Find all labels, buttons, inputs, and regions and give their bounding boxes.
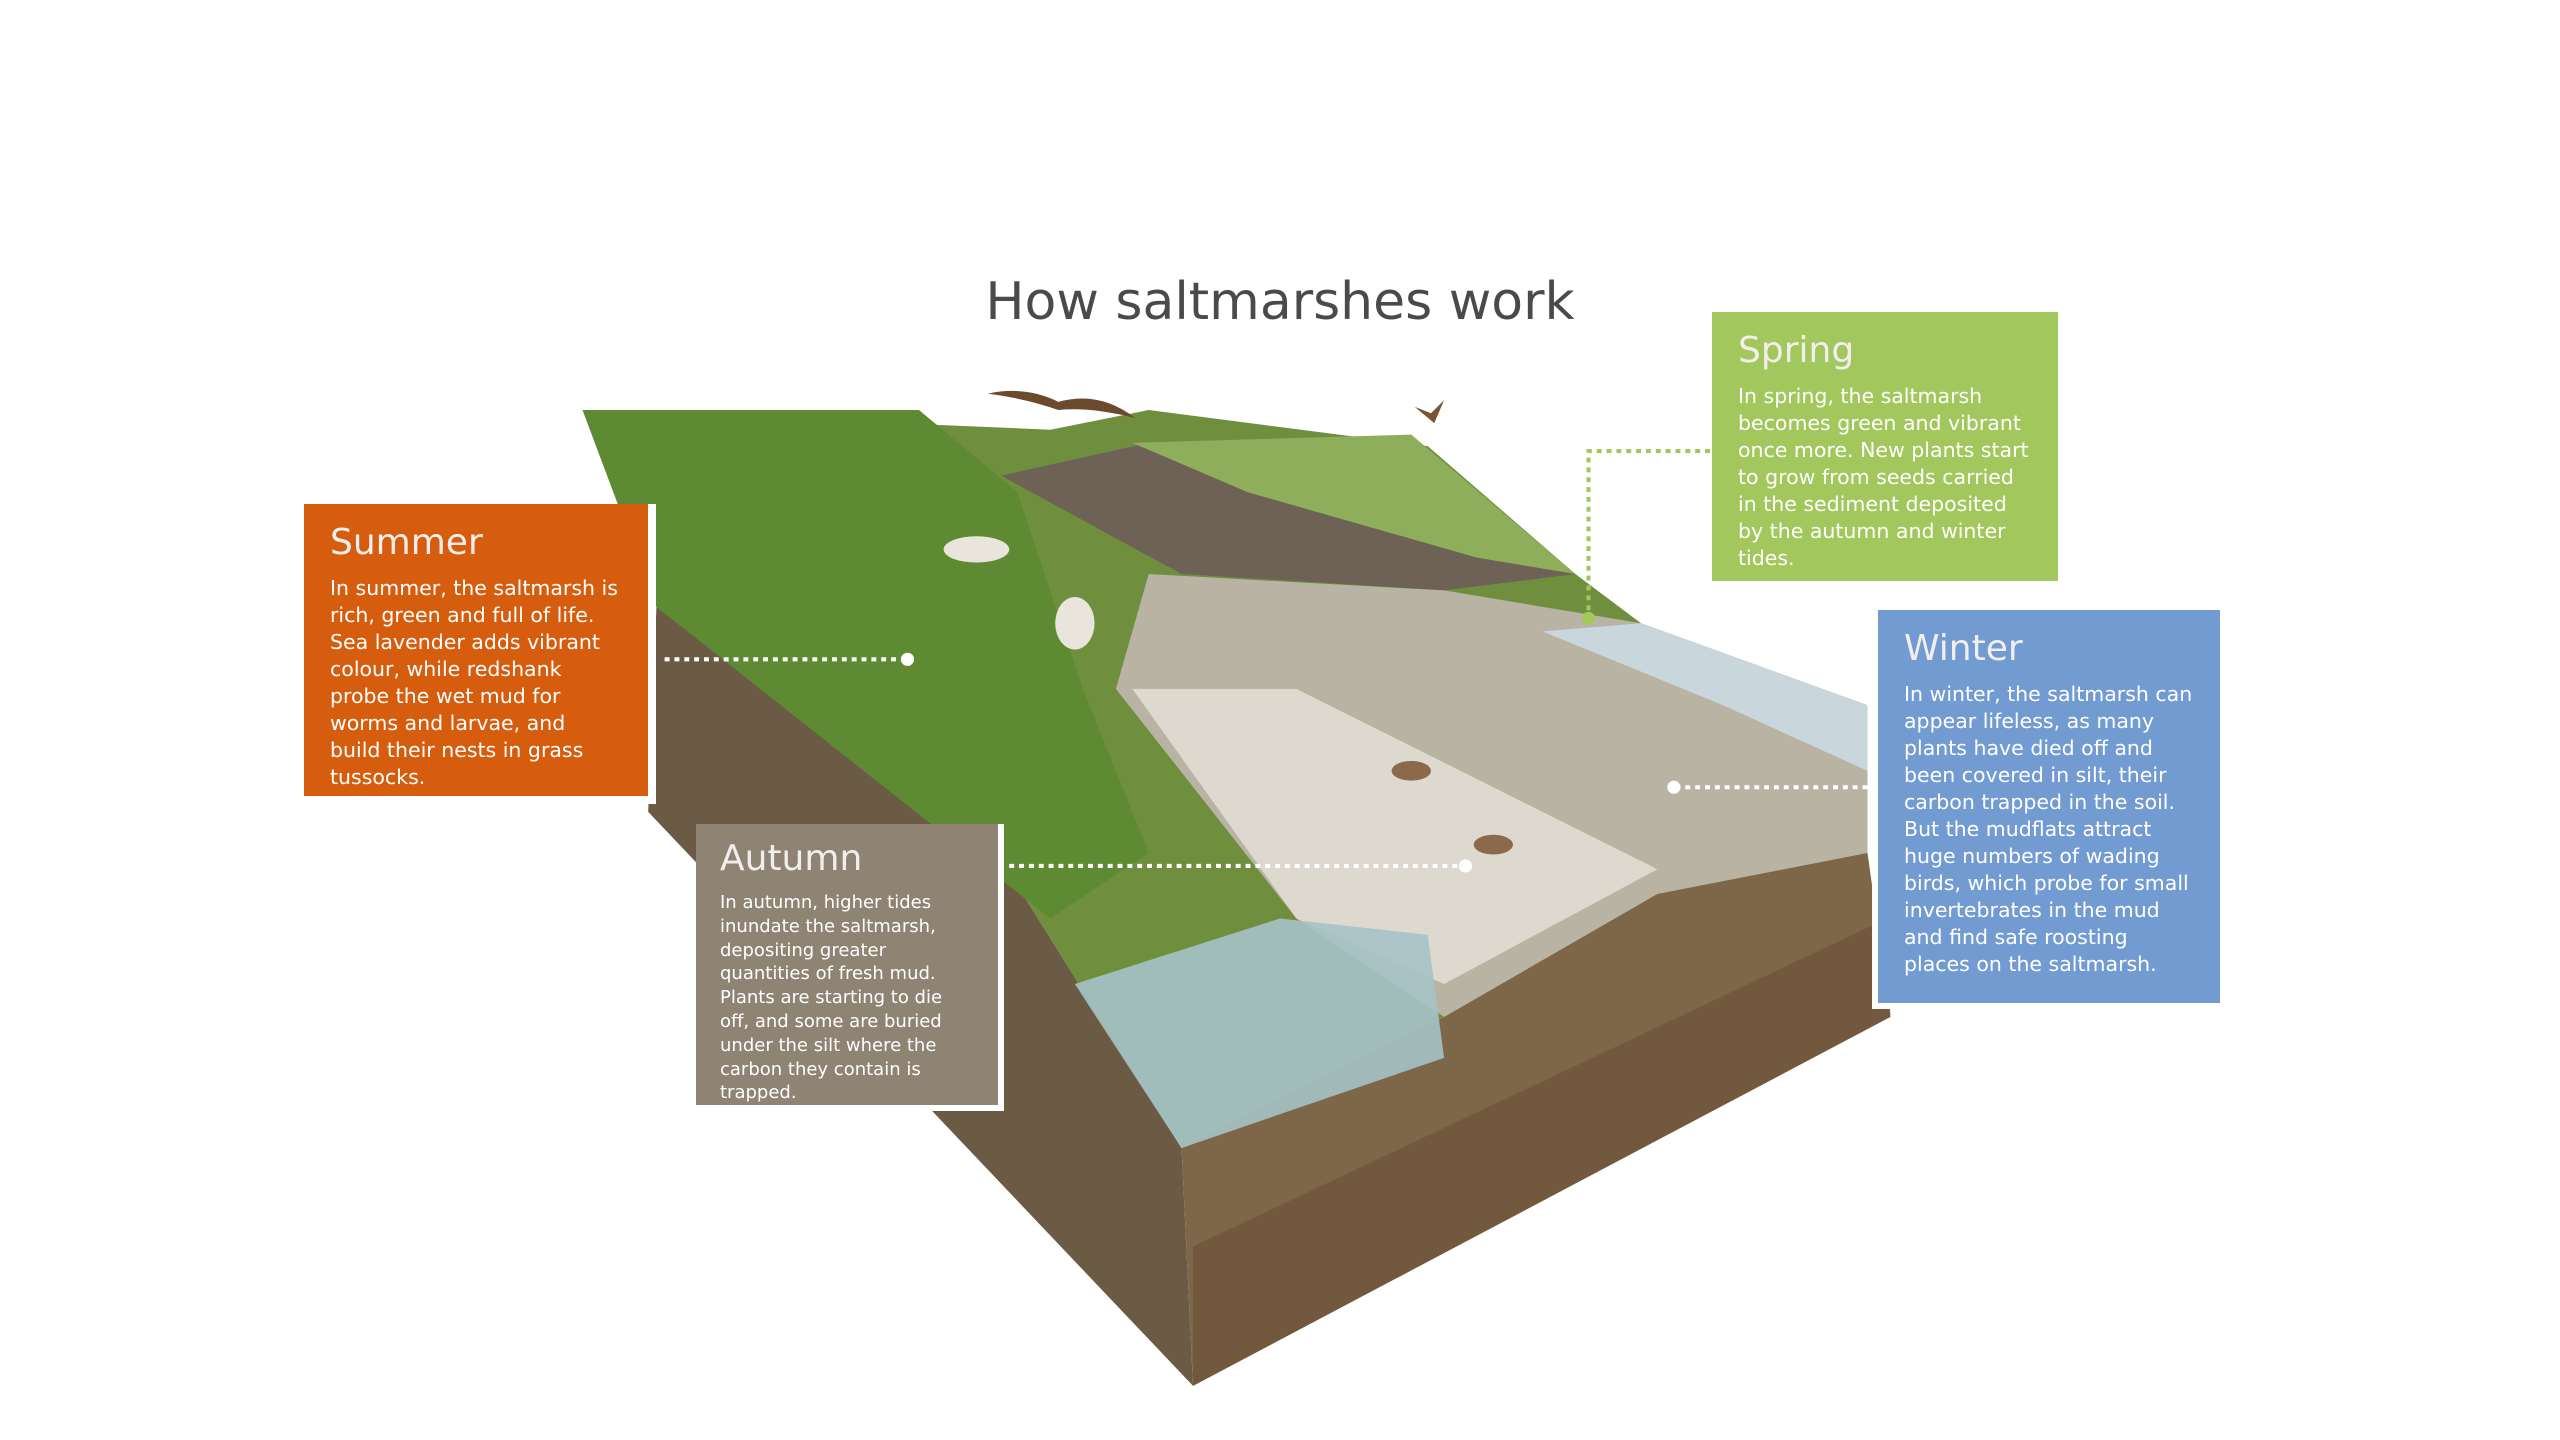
autumn-panel: Autumn In autumn, higher tides inundate … [696,824,1004,1111]
summer-panel: Summer In summer, the saltmarsh is rich,… [304,504,656,804]
duck-icon [1391,761,1431,781]
summer-marker [900,652,915,666]
summer-text: In summer, the saltmarsh is rich, green … [330,576,618,789]
spring-panel: Spring In spring, the saltmarsh becomes … [1712,312,2058,581]
small-bird-icon [1414,400,1445,424]
soil-block [582,410,1891,1386]
spring-marker [1581,611,1596,625]
duck-icon [1473,834,1514,855]
birds [943,390,1514,855]
shelduck-icon [1055,596,1095,650]
connectors [664,448,1868,873]
shelduck-icon [943,536,1010,563]
winter-marker [1667,780,1681,794]
spring-heading: Spring [1738,330,1855,371]
tidal-pool [1132,688,1658,985]
flying-bird-icon [987,390,1136,419]
autumn-marker [1458,859,1472,873]
autumn-heading: Autumn [720,838,863,879]
water-cross-section [1074,918,1445,1149]
water-channel [1542,623,1868,771]
winter-heading: Winter [1904,628,2023,669]
winter-panel: Winter In winter, the saltmarsh can appe… [1872,610,2220,1009]
summer-heading: Summer [330,522,483,563]
spring-text: In spring, the saltmarsh becomes green a… [1738,384,2029,570]
soil-strata [1193,918,1891,1386]
grass-top-right [1132,434,1576,575]
winter-text: In winter, the saltmarsh can appear life… [1904,682,2193,976]
grass-left [582,410,1149,919]
autumn-text: In autumn, higher tides inundate the sal… [720,892,943,1104]
page-title: How saltmarshes work [985,272,1575,332]
spring-connector [1586,448,1710,619]
